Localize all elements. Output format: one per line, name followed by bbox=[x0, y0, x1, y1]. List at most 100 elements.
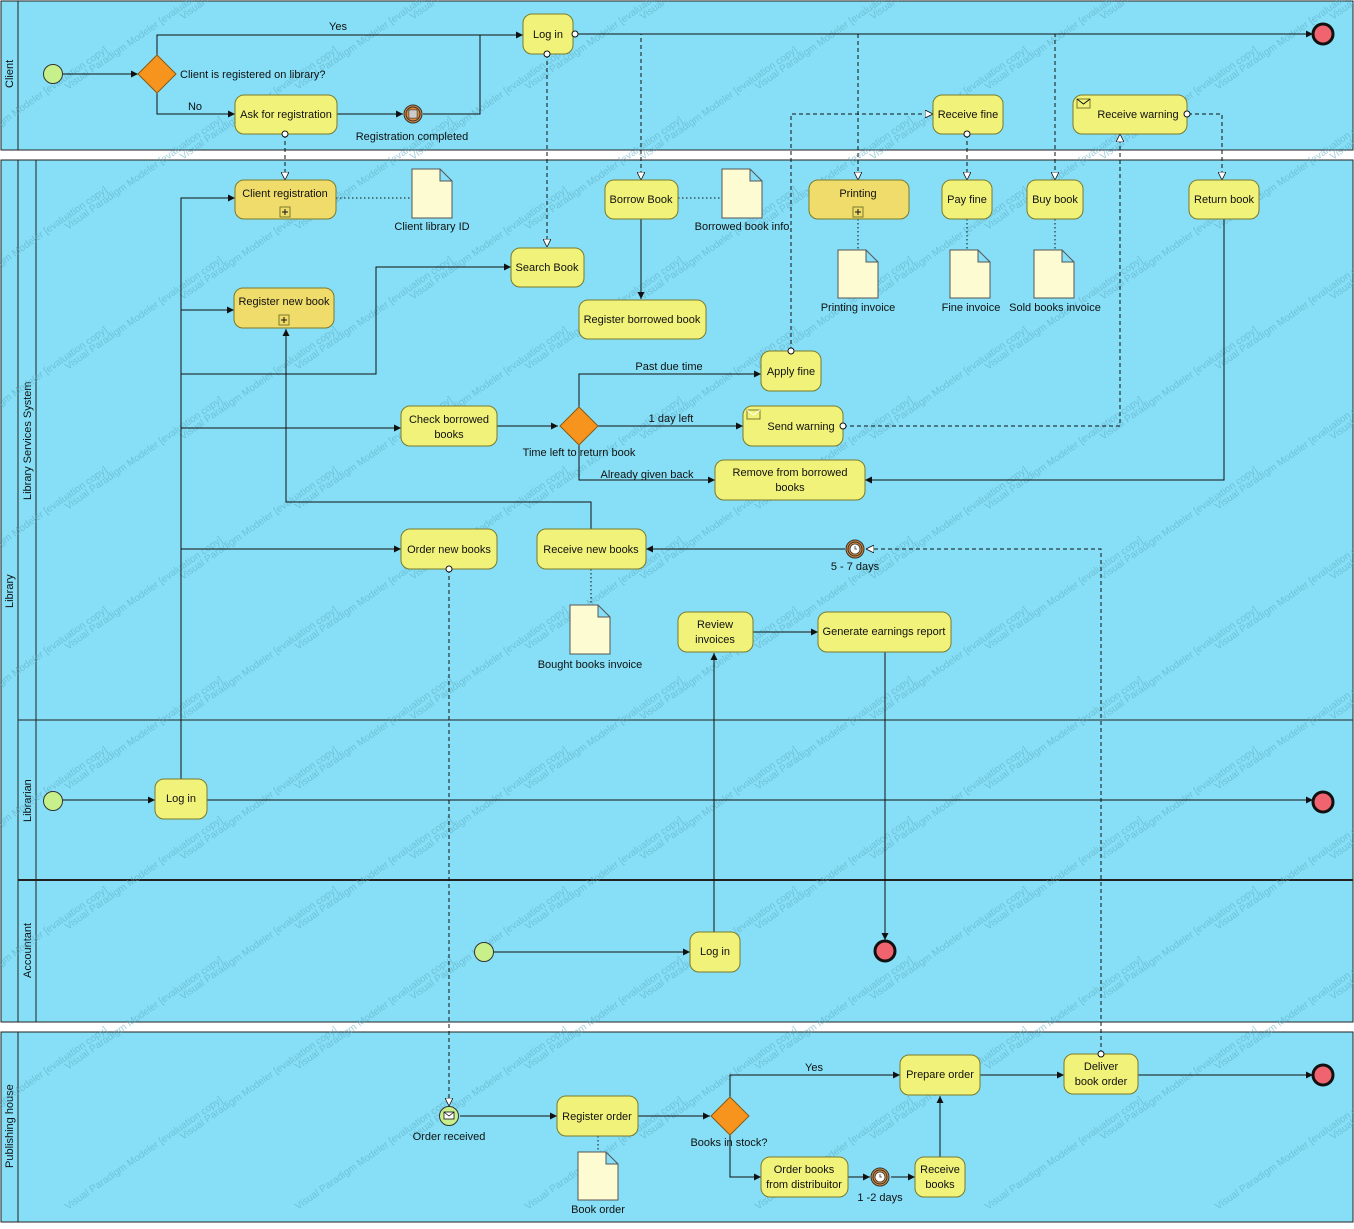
gateway-time-left[interactable]: Time left to return book bbox=[523, 406, 636, 459]
start-event-accountant[interactable] bbox=[474, 942, 494, 962]
task-label: Register new book bbox=[238, 296, 330, 308]
subprocess-printing[interactable]: Printing bbox=[808, 179, 910, 220]
document-book-order[interactable]: Book order bbox=[571, 1151, 625, 1216]
task-review-invoices[interactable]: Review invoices bbox=[677, 611, 754, 653]
event-registration-completed[interactable]: Registration completed bbox=[356, 104, 469, 143]
task-register-borrowed-book[interactable]: Register borrowed book bbox=[578, 299, 707, 340]
document-borrowed-book-info[interactable]: Borrowed book info bbox=[695, 168, 790, 233]
event-order-received[interactable]: Order received bbox=[413, 1106, 486, 1144]
pool-library bbox=[0, 159, 1354, 1023]
task-generate-earnings-report[interactable]: Generate earnings report bbox=[817, 611, 952, 653]
flow-label-yes-publisher: Yes bbox=[805, 1062, 823, 1074]
task-apply-fine[interactable]: Apply fine bbox=[760, 350, 822, 392]
document-label: Fine invoice bbox=[942, 302, 1001, 314]
subprocess-register-new-book[interactable]: Register new book bbox=[233, 287, 335, 329]
task-search-book[interactable]: Search Book bbox=[510, 247, 585, 288]
task-order-new-books[interactable]: Order new books bbox=[400, 528, 498, 570]
pool-label-library: Library bbox=[4, 574, 16, 608]
task-receive-books[interactable]: Receive books bbox=[914, 1156, 966, 1198]
task-label: Return book bbox=[1194, 194, 1254, 206]
task-buy-book[interactable]: Buy book bbox=[1026, 179, 1084, 220]
task-deliver-book-order[interactable]: Deliver book order bbox=[1063, 1053, 1139, 1095]
timer-event-1-2-days[interactable]: 1 -2 days bbox=[857, 1167, 903, 1204]
connector-dots bbox=[281, 30, 1191, 1058]
end-event-accountant[interactable] bbox=[873, 939, 897, 963]
task-label: Log in bbox=[166, 793, 196, 805]
task-send-warning[interactable]: Send warning bbox=[742, 405, 844, 447]
task-receive-new-books[interactable]: Receive new books bbox=[536, 528, 647, 570]
task-label: Log in bbox=[533, 29, 563, 41]
task-label: Pay fine bbox=[947, 194, 987, 206]
document-icon bbox=[577, 1151, 619, 1201]
task-label-line-1: Remove from borrowed bbox=[733, 467, 848, 479]
task-label: Search Book bbox=[516, 262, 579, 274]
document-icon bbox=[411, 168, 453, 219]
task-pay-fine[interactable]: Pay fine bbox=[941, 179, 993, 220]
flow-label-yes-client: Yes bbox=[329, 21, 347, 33]
document-icon bbox=[837, 249, 879, 299]
expand-icon bbox=[278, 314, 290, 326]
task-order-books-from-distributor[interactable]: Order books from distribuitor bbox=[760, 1156, 849, 1198]
gateway-books-in-stock[interactable]: Books in stock? bbox=[690, 1096, 768, 1149]
envelope-icon bbox=[443, 1111, 455, 1120]
event-label: Order received bbox=[413, 1131, 486, 1143]
clock-icon bbox=[849, 543, 861, 555]
timer-event-5-7-days[interactable]: 5 - 7 days bbox=[831, 539, 880, 573]
document-label: Client library ID bbox=[394, 221, 469, 233]
end-event-client[interactable] bbox=[1311, 22, 1335, 46]
task-return-book[interactable]: Return book bbox=[1188, 179, 1260, 220]
task-check-borrowed-books[interactable]: Check borrowed books bbox=[400, 405, 498, 447]
document-client-library-id[interactable]: Client library ID bbox=[394, 168, 470, 233]
gateway-label: Time left to return book bbox=[523, 447, 636, 459]
associations bbox=[336, 197, 1056, 1152]
subprocess-client-registration[interactable]: Client registration bbox=[234, 179, 337, 220]
task-borrow-book[interactable]: Borrow Book bbox=[604, 179, 679, 220]
gateway-client-registered[interactable]: Client is registered on library? bbox=[137, 54, 326, 94]
lane-label-library-services-system: Library Services System bbox=[22, 381, 34, 500]
document-label: Bought books invoice bbox=[538, 659, 643, 671]
document-icon bbox=[721, 168, 763, 219]
expand-icon bbox=[279, 206, 291, 218]
gateway-label: Books in stock? bbox=[690, 1137, 767, 1149]
document-fine-invoice[interactable]: Fine invoice bbox=[942, 249, 1001, 314]
task-label: Prepare order bbox=[906, 1069, 974, 1081]
document-sold-books-invoice[interactable]: Sold books invoice bbox=[1009, 249, 1101, 314]
clock-icon bbox=[874, 1171, 886, 1183]
task-label: Printing bbox=[839, 188, 876, 200]
flow-label-already-given-back: Already given back bbox=[601, 469, 694, 481]
task-librarian-log-in[interactable]: Log in bbox=[154, 778, 208, 820]
task-prepare-order[interactable]: Prepare order bbox=[899, 1054, 981, 1096]
task-label-line-2: from distribuitor bbox=[766, 1179, 842, 1191]
document-bought-books-invoice[interactable]: Bought books invoice bbox=[538, 604, 643, 671]
task-label-line-1: Receive bbox=[920, 1164, 960, 1176]
task-label-line-1: Review bbox=[697, 619, 733, 631]
pool-label-publishing-house: Publishing house bbox=[4, 1084, 16, 1168]
document-label: Borrowed book info bbox=[695, 221, 790, 233]
flow-label-one-day-left: 1 day left bbox=[649, 413, 694, 425]
task-label: Buy book bbox=[1032, 194, 1078, 206]
document-icon bbox=[1033, 249, 1075, 299]
task-label: Apply fine bbox=[767, 366, 815, 378]
task-label: Client registration bbox=[242, 188, 328, 200]
task-label: Send warning bbox=[767, 421, 834, 433]
task-label: Order new books bbox=[407, 544, 491, 556]
document-printing-invoice[interactable]: Printing invoice bbox=[821, 249, 896, 314]
start-event-client[interactable] bbox=[43, 64, 63, 84]
task-client-log-in[interactable]: Log in bbox=[522, 13, 574, 55]
task-receive-warning[interactable]: Receive warning bbox=[1072, 94, 1188, 135]
flow-label-past-due-time: Past due time bbox=[635, 361, 702, 373]
task-register-order[interactable]: Register order bbox=[556, 1095, 639, 1137]
end-event-publishing-house[interactable] bbox=[1311, 1063, 1335, 1087]
task-label: Receive new books bbox=[543, 544, 639, 556]
task-receive-fine[interactable]: Receive fine bbox=[932, 94, 1004, 135]
task-label-line-2: book order bbox=[1075, 1076, 1128, 1088]
event-label: 1 -2 days bbox=[857, 1192, 903, 1204]
end-event-librarian[interactable] bbox=[1311, 790, 1335, 814]
start-event-librarian[interactable] bbox=[43, 791, 63, 811]
task-label: Register order bbox=[562, 1111, 632, 1123]
task-label-line-1: Check borrowed bbox=[409, 414, 489, 426]
task-accountant-log-in[interactable]: Log in bbox=[689, 931, 741, 973]
task-remove-from-borrowed-books[interactable]: Remove from borrowed books bbox=[714, 459, 866, 501]
task-ask-for-registration[interactable]: Ask for registration bbox=[234, 94, 338, 135]
